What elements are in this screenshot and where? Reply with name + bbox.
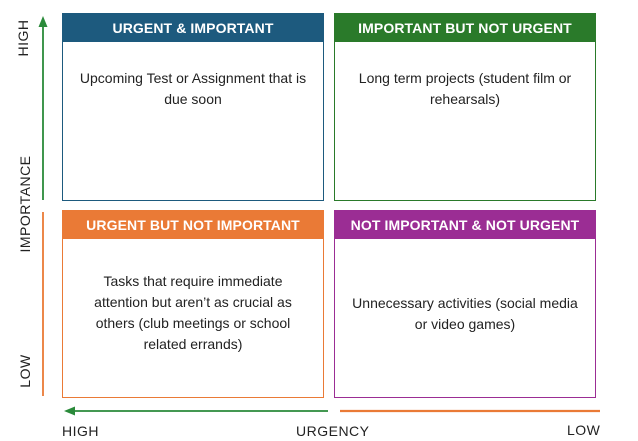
- importance-low-label: LOW: [17, 354, 33, 388]
- urgency-high-label: HIGH: [62, 423, 99, 439]
- importance-arrow-head: [38, 16, 48, 27]
- quadrant-body: Upcoming Test or Assignment that is due …: [79, 70, 307, 107]
- quadrant-body: Unnecessary activities (social media or …: [352, 295, 578, 332]
- quadrant-header: URGENT & IMPORTANT: [63, 14, 323, 42]
- importance-high-label: HIGH: [15, 19, 31, 57]
- quadrant-not-important-not-urgent: NOT IMPORTANT & NOT URGENT Unnecessary a…: [334, 210, 596, 398]
- quadrant-header: URGENT BUT NOT IMPORTANT: [63, 211, 323, 239]
- quadrant-important-not-urgent: IMPORTANT BUT NOT URGENT Long term proje…: [334, 13, 596, 201]
- urgency-arrow-head: [64, 406, 75, 416]
- quadrant-urgent-not-important: URGENT BUT NOT IMPORTANT Tasks that requ…: [62, 210, 324, 398]
- quadrant-header: NOT IMPORTANT & NOT URGENT: [335, 211, 595, 239]
- quadrant-urgent-important: URGENT & IMPORTANT Upcoming Test or Assi…: [62, 13, 324, 201]
- quadrant-body: Long term projects (student film or rehe…: [358, 70, 572, 107]
- urgency-low-label: LOW: [567, 422, 601, 438]
- urgency-axis-title: URGENCY: [296, 423, 370, 439]
- quadrant-body: Tasks that require immediate attention b…: [94, 273, 292, 352]
- importance-axis-title: IMPORTANCE: [17, 155, 33, 253]
- quadrant-header: IMPORTANT BUT NOT URGENT: [335, 14, 595, 42]
